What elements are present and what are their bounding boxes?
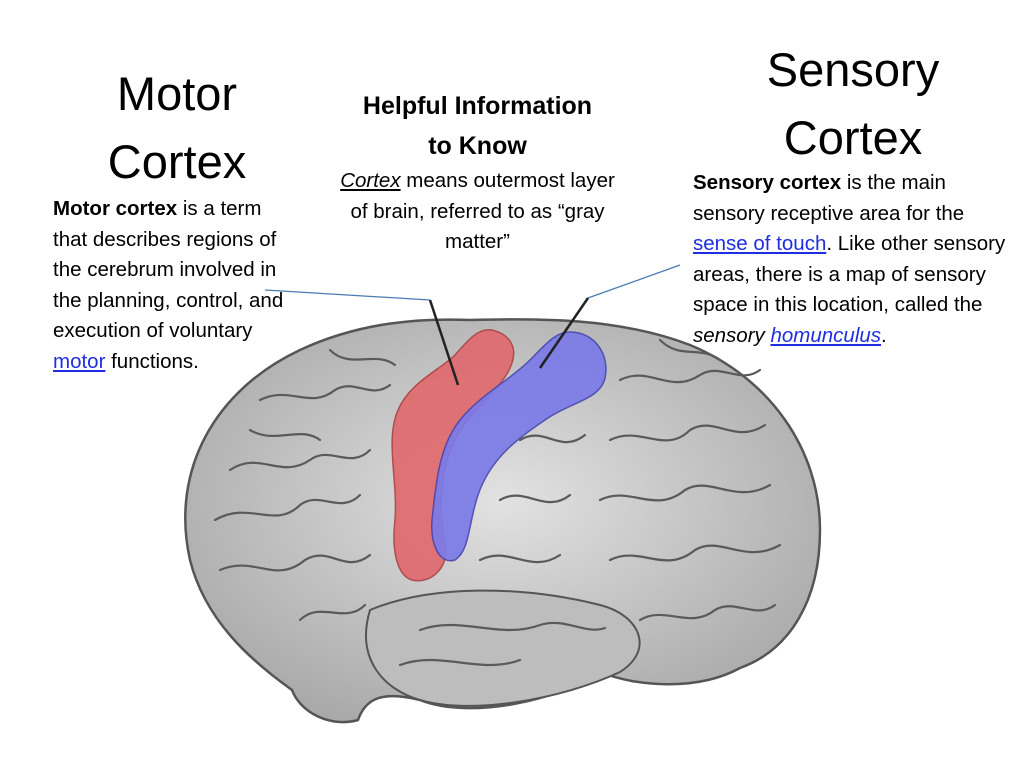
sensory-desc-end: .	[881, 323, 887, 347]
motor-term: Motor cortex	[53, 197, 178, 220]
motor-cortex-description: Motor cortex is a term that describes re…	[53, 194, 298, 377]
sensory-cortex-region	[431, 331, 607, 562]
helpful-info-description: Cortex means outermost layer of brain, r…	[330, 166, 625, 258]
helpful-info-box: Helpful Information to Know Cortex means…	[330, 86, 625, 258]
motor-title-line2: Cortex	[107, 135, 247, 189]
sensory-title-line1: Sensory	[766, 43, 940, 96]
temporal-lobe	[365, 589, 641, 707]
motor-desc-text: is a term that describes regions of the …	[53, 197, 284, 342]
homunculus-link[interactable]: homunculus	[770, 323, 882, 347]
cortex-term: Cortex	[340, 169, 401, 192]
motor-cortex-title: Motor Cortex	[62, 60, 292, 196]
sense-of-touch-link[interactable]: sense of touch	[693, 232, 827, 255]
brain-outline	[184, 318, 822, 724]
motor-desc-end: functions.	[105, 349, 199, 373]
motor-pointer-line	[264, 289, 431, 301]
sensory-title-line2: Cortex	[783, 111, 923, 165]
helpful-pointer-line	[428, 299, 460, 386]
sensory-term: Sensory cortex	[693, 171, 842, 194]
sensory-pointer-stem	[538, 297, 590, 369]
motor-link[interactable]: motor	[53, 349, 106, 373]
helpful-title-line2: to Know	[428, 132, 527, 160]
sensory-cortex-description: Sensory cortex is the main sensory recep…	[693, 168, 1013, 351]
sensory-desc-mid: . Like other sensory areas, there is a m…	[693, 232, 1006, 316]
helpful-desc-text: means outermost layer of brain, referred…	[350, 169, 615, 253]
sensory-cortex-title: Sensory Cortex	[728, 36, 978, 172]
helpful-info-title: Helpful Information to Know	[330, 86, 625, 166]
helpful-title-line1: Helpful Information	[362, 92, 593, 120]
gyri-texture	[213, 338, 782, 667]
sensory-italic-word: sensory	[693, 323, 765, 347]
motor-title-line1: Motor	[116, 67, 238, 120]
sensory-desc-text: is the main sensory receptive area for t…	[693, 171, 965, 225]
sensory-pointer-line	[587, 264, 681, 299]
